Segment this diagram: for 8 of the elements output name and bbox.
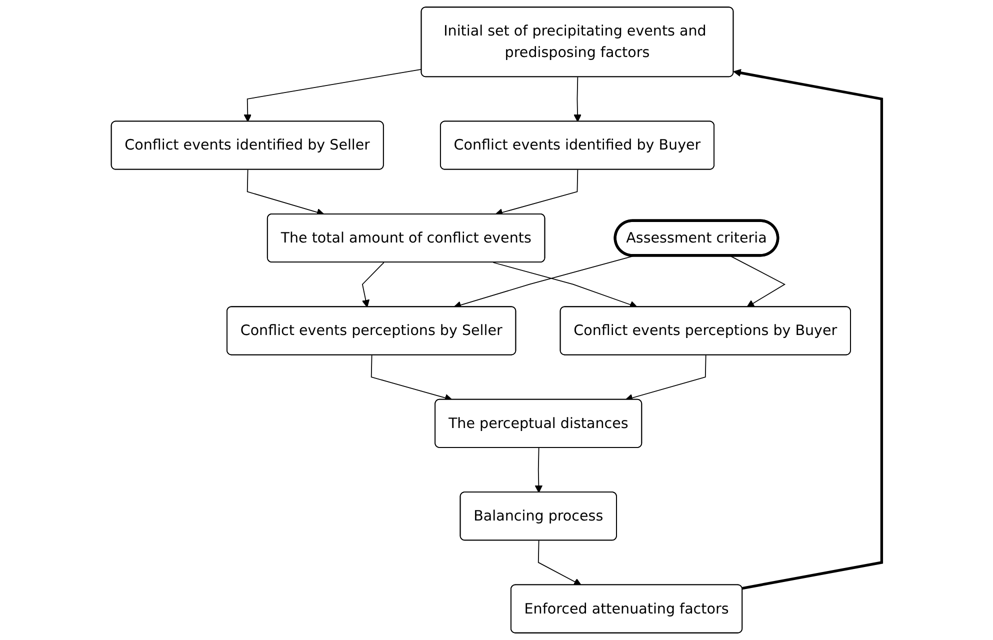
arrow <box>730 255 786 308</box>
arrow <box>534 447 543 493</box>
arrow <box>574 76 582 122</box>
arrow <box>492 262 638 308</box>
arrow <box>538 540 582 586</box>
arrow <box>244 68 422 122</box>
arrow <box>733 69 884 590</box>
arrow <box>362 262 384 308</box>
